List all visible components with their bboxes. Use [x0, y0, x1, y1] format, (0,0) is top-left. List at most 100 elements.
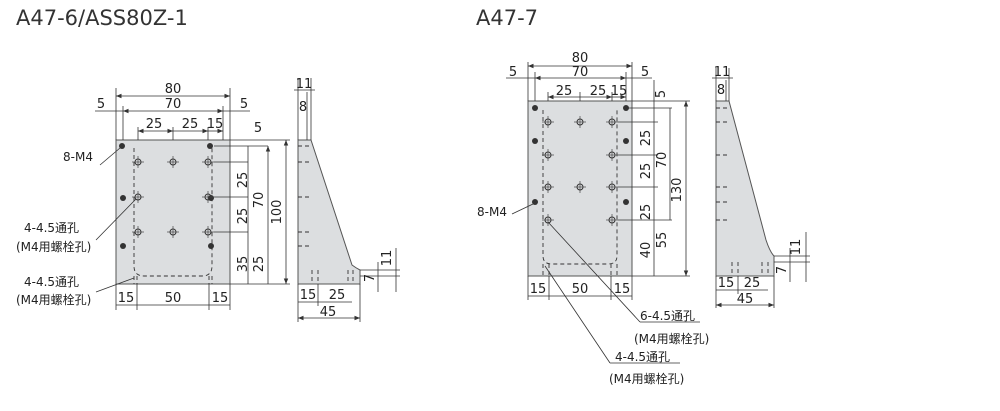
- label-base-holes-sub: (M4用螺栓孔): [16, 292, 91, 307]
- dim-row-4: 25: [252, 256, 267, 273]
- dim-side-left: 8: [717, 83, 725, 98]
- through-hole: [132, 156, 144, 168]
- label-base-holes: 4-4.5通孔: [615, 350, 670, 364]
- title-left: A47-6/ASS80Z-1: [16, 6, 188, 30]
- dim-side-1: 15: [300, 288, 317, 303]
- tap-hole: [119, 143, 125, 149]
- through-hole: [574, 181, 586, 193]
- left-hidden-outline: [133, 148, 213, 277]
- dim-row-1: 25: [639, 130, 654, 147]
- dim-side-depth: 45: [737, 292, 754, 307]
- dim-side-base: 11: [380, 250, 395, 267]
- tap-hole: [120, 195, 126, 201]
- label-base-holes-sub: (M4用螺栓孔): [609, 371, 684, 386]
- through-hole: [606, 181, 618, 193]
- through-hole: [132, 191, 144, 203]
- dim-pitch-3: 15: [611, 84, 628, 99]
- dim-row-2: 25: [236, 208, 251, 225]
- through-hole: [167, 156, 179, 168]
- dim-top-offset: 5: [654, 90, 669, 98]
- through-hole: [132, 226, 144, 238]
- dim-edge-left: 5: [509, 65, 517, 80]
- dim-top-offset: 5: [254, 121, 262, 136]
- dim-height-inner: 70: [655, 152, 670, 169]
- through-hole: [202, 226, 214, 238]
- dim-width-inner: 70: [572, 65, 589, 80]
- tap-hole: [623, 138, 629, 144]
- dim-side-1: 15: [718, 276, 735, 291]
- dim-bottom-3: 15: [212, 291, 229, 306]
- dim-height-total: 130: [670, 178, 685, 203]
- left-side-profile: [297, 139, 361, 285]
- right-hidden-outline: [542, 110, 618, 265]
- tap-hole: [207, 143, 213, 149]
- dim-side-base: 11: [789, 239, 804, 256]
- through-hole: [606, 149, 618, 161]
- label-base-holes: 4-4.5通孔: [24, 275, 79, 289]
- through-hole: [606, 116, 618, 128]
- dim-bottom-1: 15: [118, 291, 135, 306]
- dim-width-total: 80: [572, 51, 589, 66]
- dim-side-base-small: 7: [775, 266, 790, 274]
- dim-edge-right: 5: [641, 65, 649, 80]
- label-through-holes: 6-4.5通孔: [640, 309, 695, 323]
- through-hole: [542, 214, 554, 226]
- right-holes: [532, 105, 629, 226]
- dim-side-left: 8: [299, 100, 307, 115]
- dim-side-2: 25: [744, 276, 761, 291]
- tap-hole: [120, 243, 126, 249]
- through-hole: [542, 149, 554, 161]
- dim-width-total: 80: [165, 82, 182, 97]
- dim-side-depth: 45: [320, 305, 337, 320]
- dim-row-4: 40: [639, 242, 654, 259]
- dim-row-2: 25: [639, 163, 654, 180]
- tap-hole: [623, 199, 629, 205]
- right-side-view: 11 8 11 7 15 25 45: [712, 65, 810, 308]
- dim-pitch-1: 25: [556, 84, 573, 99]
- dim-width-inner: 70: [165, 97, 182, 112]
- right-side-profile: [715, 100, 775, 277]
- label-through-holes-sub: (M4用螺栓孔): [634, 331, 709, 346]
- dim-row-5: 55: [655, 232, 670, 249]
- dim-row-3: 35: [236, 256, 251, 273]
- through-hole: [574, 116, 586, 128]
- through-hole: [542, 116, 554, 128]
- right-front-view: 80 70 5 5 25 25 15 5 25 25 25 40 55 70 1…: [477, 51, 709, 386]
- dim-height-inner: 70: [252, 192, 267, 209]
- dim-side-base-small: 7: [363, 274, 378, 282]
- left-holes: [119, 143, 214, 249]
- label-tap-holes: 8-M4: [63, 150, 93, 164]
- dim-edge-right: 5: [240, 97, 248, 112]
- dim-bottom-3: 15: [614, 282, 631, 297]
- dim-bottom-1: 15: [530, 282, 547, 297]
- dim-bottom-2: 50: [572, 282, 589, 297]
- dim-height-total: 100: [270, 200, 285, 225]
- dim-edge-left: 5: [97, 97, 105, 112]
- dim-bottom-2: 50: [165, 291, 182, 306]
- left-front-view: 80 70 5 5 25 25 15 5 25 25 35 25 70 100 …: [16, 82, 290, 310]
- dim-pitch-2: 25: [590, 84, 607, 99]
- dim-pitch-3: 15: [207, 117, 224, 132]
- tap-hole: [532, 138, 538, 144]
- through-hole: [606, 214, 618, 226]
- dim-side-top: 11: [296, 77, 313, 92]
- title-right: A47-7: [476, 6, 539, 30]
- through-hole: [542, 181, 554, 193]
- dim-side-top: 11: [714, 65, 731, 80]
- through-hole: [167, 226, 179, 238]
- dim-pitch-2: 25: [182, 117, 199, 132]
- dim-pitch-1: 25: [146, 117, 163, 132]
- dim-side-2: 25: [329, 288, 346, 303]
- dim-row-1: 25: [236, 172, 251, 189]
- label-through-holes-sub: (M4用螺栓孔): [16, 239, 91, 254]
- tap-hole: [208, 243, 214, 249]
- through-hole: [202, 191, 214, 203]
- tap-hole: [532, 105, 538, 111]
- dim-row-3: 25: [639, 204, 654, 221]
- label-through-holes: 4-4.5通孔: [24, 221, 79, 235]
- through-hole: [202, 156, 214, 168]
- label-tap-holes: 8-M4: [477, 205, 507, 219]
- left-side-view: 11 8 11 7 15 25 45: [294, 77, 400, 322]
- tap-hole: [532, 199, 538, 205]
